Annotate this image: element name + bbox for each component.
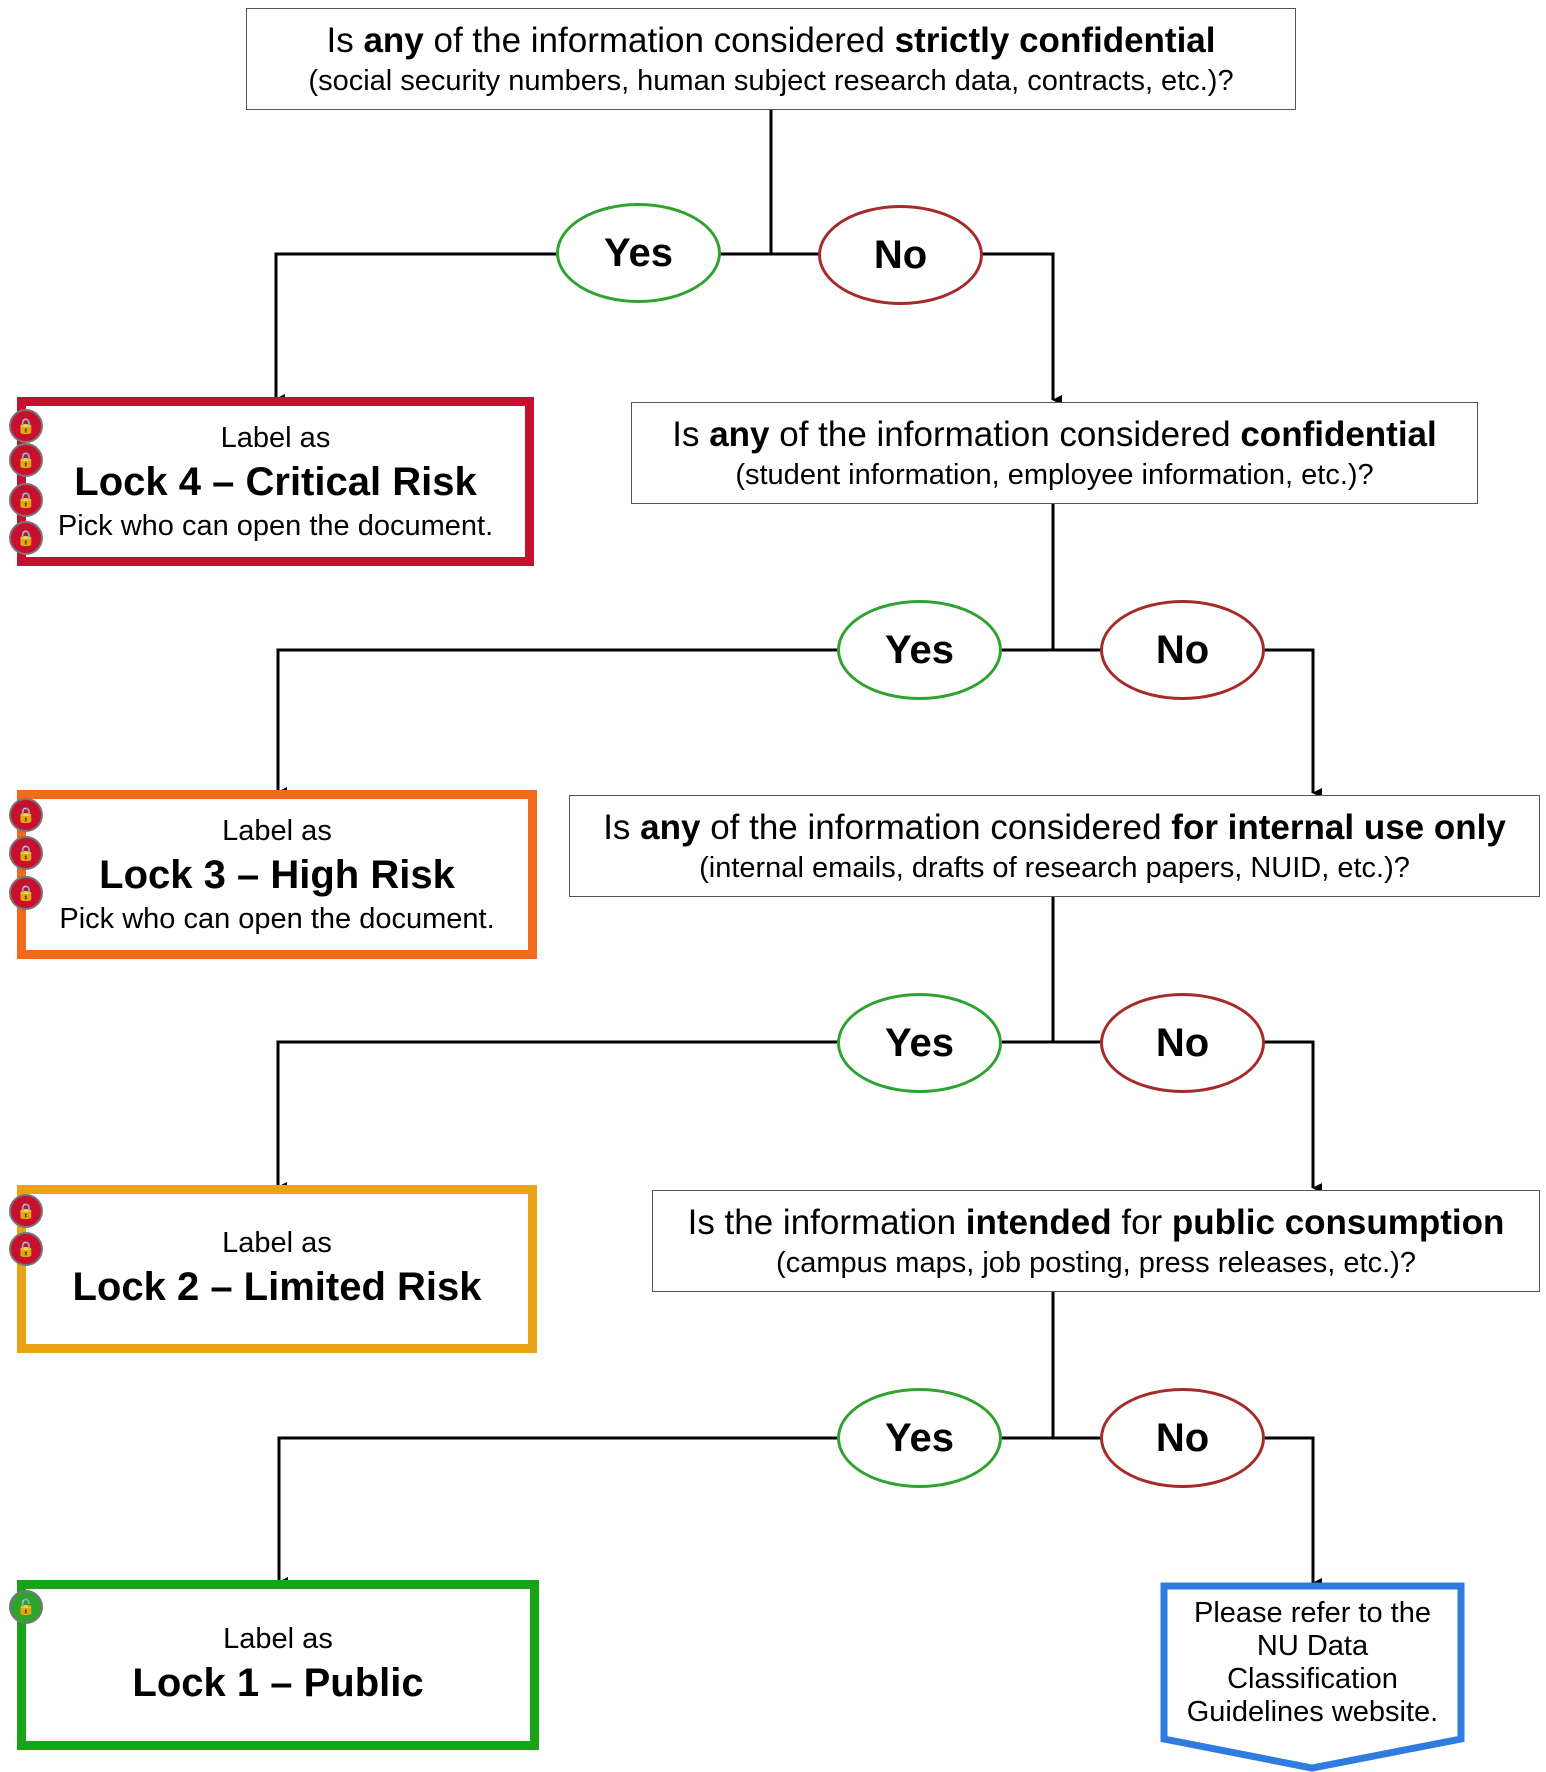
question-1: Is any of the information considered str… <box>246 8 1296 110</box>
result-note: Pick who can open the document. <box>57 509 494 542</box>
result-lock-3: Label as Lock 3 – High Risk Pick who can… <box>17 790 537 959</box>
answer-yes-q4: Yes <box>837 1388 1002 1488</box>
refer-shape <box>1160 1582 1465 1772</box>
lock-icon: 🔓 <box>9 1590 43 1624</box>
answer-no-q1: No <box>818 205 983 305</box>
result-title: Lock 4 – Critical Risk <box>74 459 477 504</box>
lock-icon: 🔒 <box>9 876 43 910</box>
answer-yes-q3: Yes <box>837 993 1002 1093</box>
answer-yes-q2: Yes <box>837 600 1002 700</box>
lock-icon: 🔒 <box>9 1194 43 1228</box>
lock-icon: 🔒 <box>9 521 43 555</box>
result-label: Label as <box>220 421 331 454</box>
lock-icon: 🔒 <box>9 483 43 517</box>
question-3: Is any of the information considered for… <box>569 795 1540 897</box>
refer-text: Please refer to the NU Data Classificati… <box>1186 1597 1439 1728</box>
connector-q2-yes <box>276 648 1053 797</box>
answer-no-q2: No <box>1100 600 1265 700</box>
result-label: Label as <box>223 1623 333 1655</box>
result-label: Label as <box>222 814 332 847</box>
connector-q4-yes <box>277 1436 1053 1587</box>
lock-icon: 🔒 <box>9 443 43 477</box>
connector-q3-yes <box>276 1040 1053 1192</box>
result-lock-2: Label as Lock 2 – Limited Risk <box>17 1185 537 1353</box>
lock-icon: 🔒 <box>9 798 43 832</box>
lock-icon: 🔒 <box>9 836 43 870</box>
question-2: Is any of the information considered con… <box>631 402 1478 504</box>
result-lock-1: Label as Lock 1 – Public <box>17 1580 539 1750</box>
answer-no-q3: No <box>1100 993 1265 1093</box>
question-4: Is the information intended for public c… <box>652 1190 1540 1292</box>
result-title: Lock 1 – Public <box>132 1661 424 1705</box>
answer-no-q4: No <box>1100 1388 1265 1488</box>
result-note: Pick who can open the document. <box>59 902 495 935</box>
lock-icon: 🔒 <box>9 1232 43 1266</box>
result-title: Lock 3 – High Risk <box>99 852 455 897</box>
result-title: Lock 2 – Limited Risk <box>72 1265 482 1309</box>
lock-icon: 🔒 <box>9 409 43 443</box>
answer-yes-q1: Yes <box>556 203 721 303</box>
result-lock-4: Label as Lock 4 – Critical Risk Pick who… <box>17 397 534 566</box>
result-label: Label as <box>222 1227 332 1259</box>
